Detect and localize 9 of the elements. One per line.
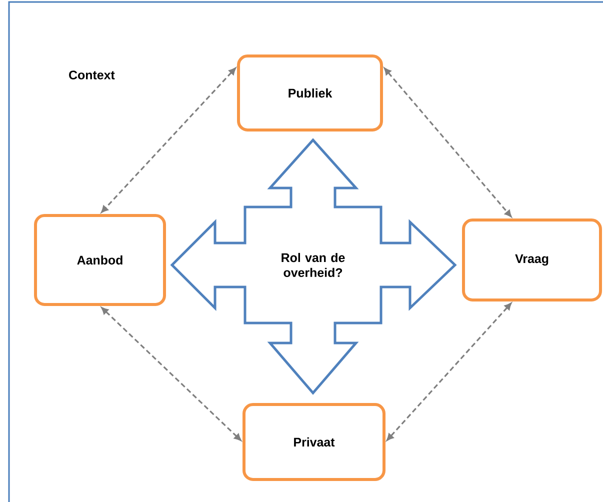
context-label: Context (69, 70, 115, 80)
dashed-arrow (101, 307, 242, 441)
dashed-arrow (384, 68, 512, 218)
dashed-arrow (386, 302, 512, 441)
rounded-box: Aanbod (34, 214, 166, 306)
dashed-arrow (101, 68, 236, 213)
rounded-box: Privaat (242, 403, 386, 481)
rounded-box: Vraag (462, 218, 602, 302)
rounded-box: Publiek (237, 54, 383, 132)
